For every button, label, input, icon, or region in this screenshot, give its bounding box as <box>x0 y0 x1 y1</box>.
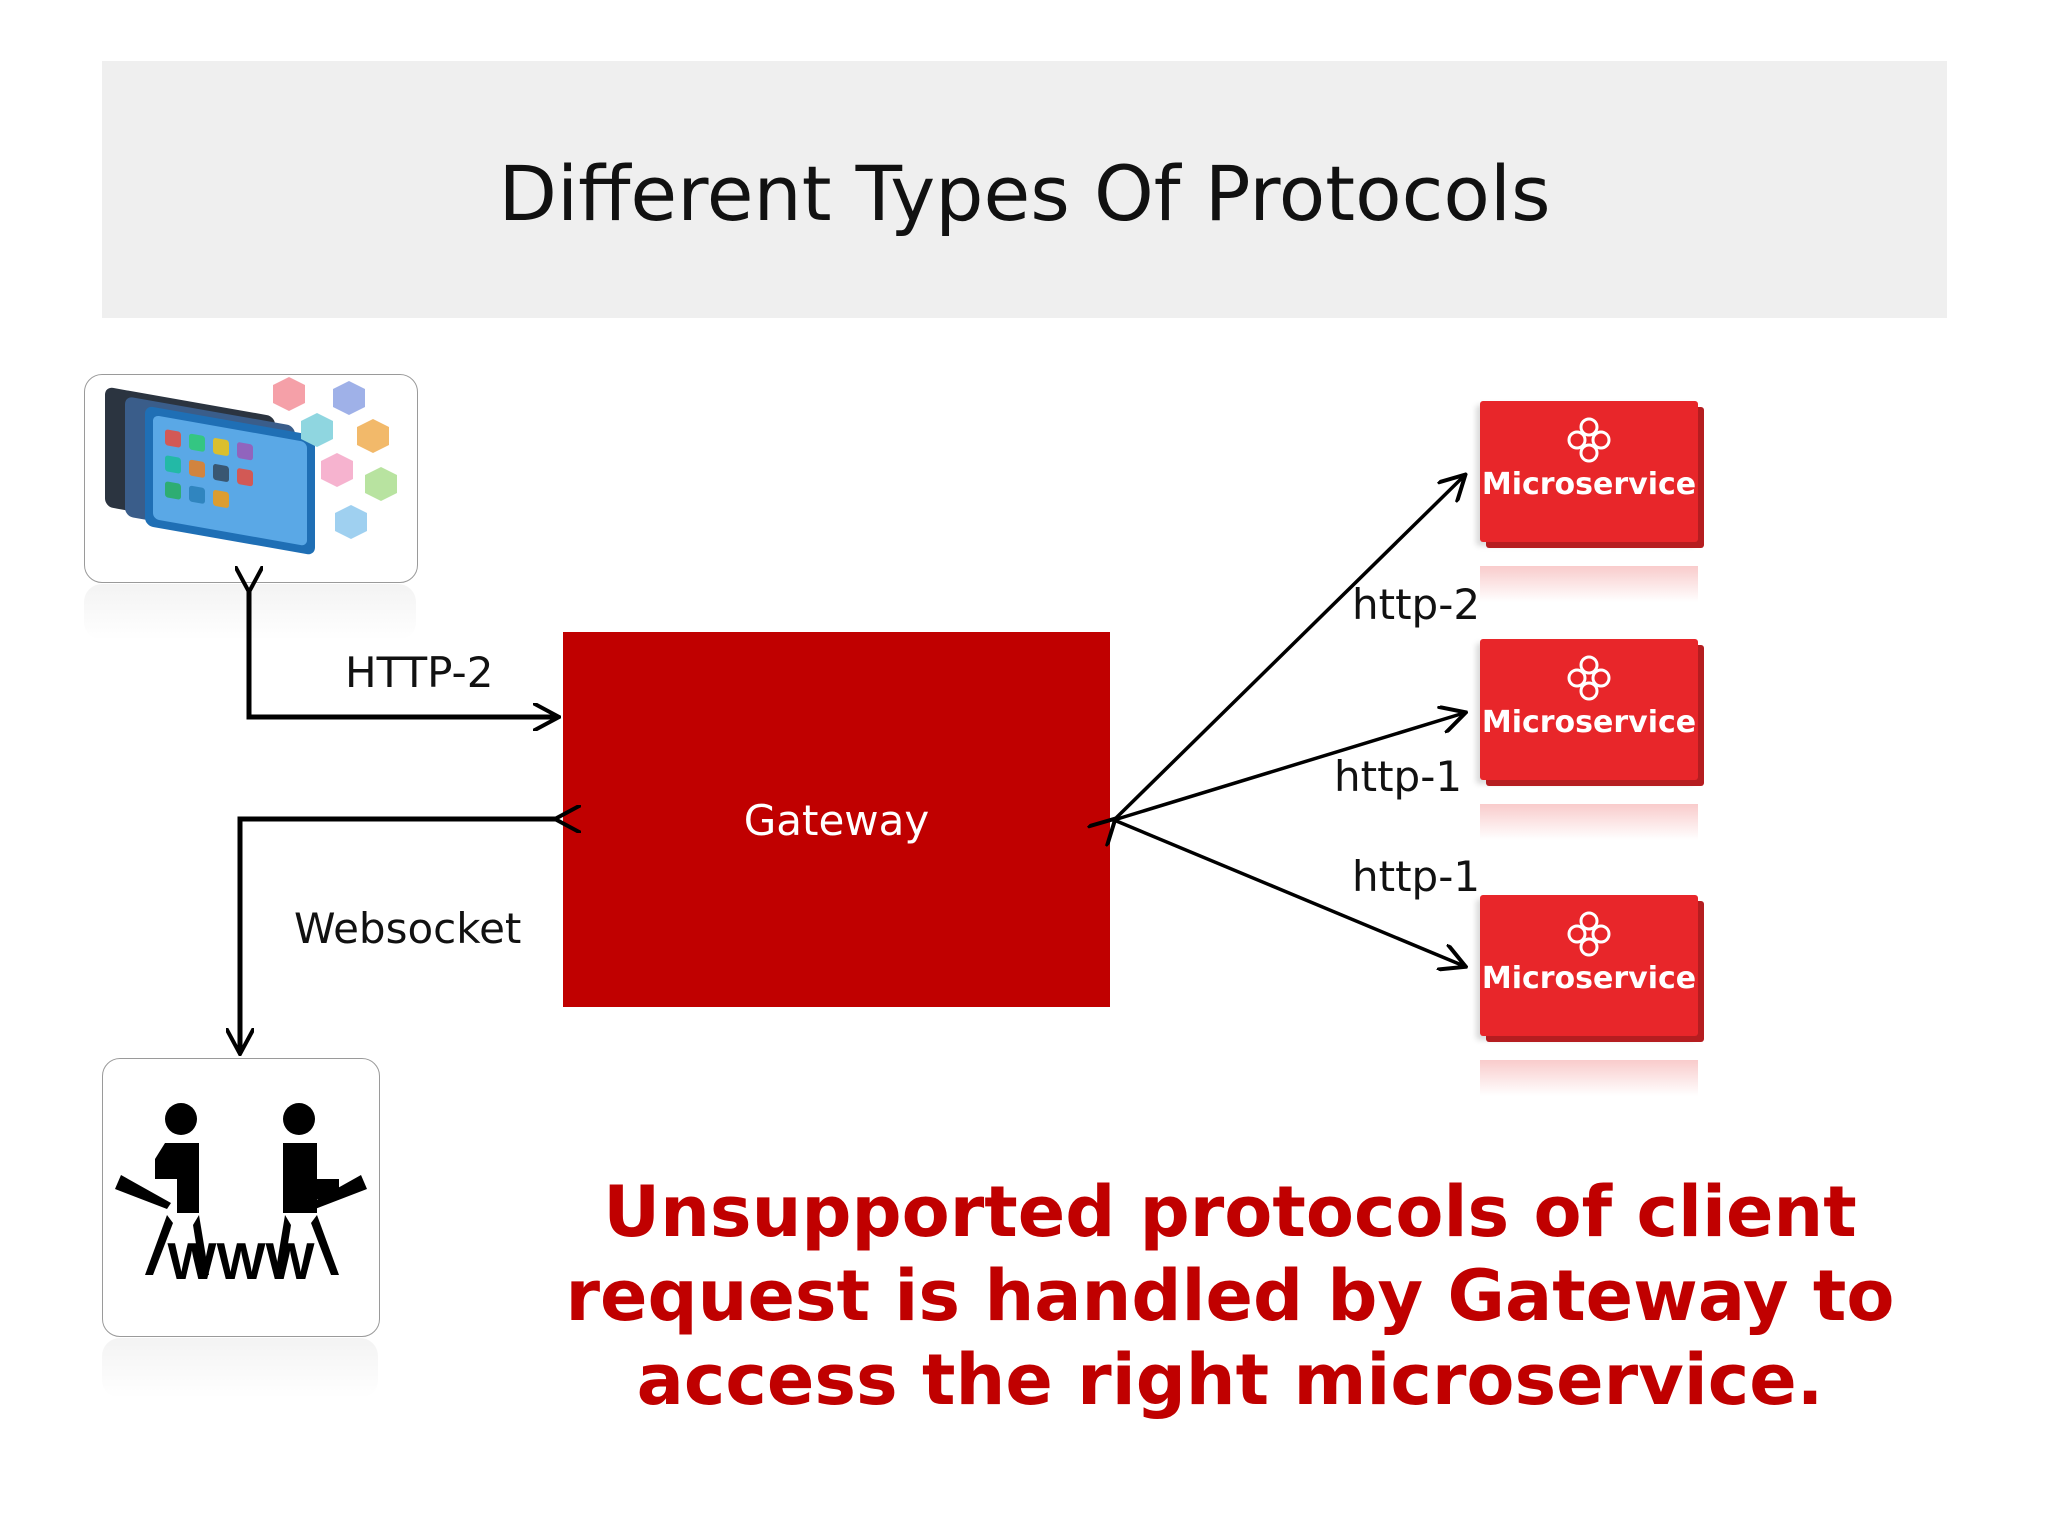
http1-service-arrow <box>1113 713 1464 822</box>
network-icon <box>1567 911 1611 957</box>
gateway-label: Gateway <box>743 796 930 845</box>
page-title: Different Types Of Protocols <box>498 149 1551 238</box>
http1-service-arrow <box>1113 818 1464 966</box>
microservice-reflection <box>1480 1060 1698 1096</box>
http2-client-label: HTTP-2 <box>345 648 494 697</box>
http1-service-label: http-1 <box>1334 752 1463 801</box>
microservice-label: Microservice <box>1481 961 1697 996</box>
www-reflection <box>102 1338 378 1398</box>
microservice-box: Microservice <box>1480 401 1698 542</box>
microservice-label: Microservice <box>1481 705 1697 740</box>
network-icon <box>1567 417 1611 463</box>
gateway-box: Gateway <box>563 632 1110 1007</box>
mobile-apps-image <box>84 374 418 583</box>
network-icon <box>1567 655 1611 701</box>
microservice-box: Microservice <box>1480 895 1698 1036</box>
http2-service-arrow <box>1114 476 1464 820</box>
microservice-reflection <box>1480 566 1698 602</box>
http1-service-label: http-1 <box>1352 852 1481 901</box>
microservice-reflection <box>1480 804 1698 840</box>
microservice-label: Microservice <box>1481 467 1697 502</box>
www-users-image: WWW <box>102 1058 380 1337</box>
http2-service-label: http-2 <box>1352 580 1481 629</box>
http2-client-arrow <box>249 590 557 717</box>
websocket-arrow <box>240 819 557 1052</box>
title-band: Different Types Of Protocols <box>102 61 1947 318</box>
www-text: WWW <box>167 1233 315 1291</box>
websocket-label: Websocket <box>294 904 522 953</box>
caption-text: Unsupported protocols of client request … <box>565 1171 1895 1421</box>
microservice-box: Microservice <box>1480 639 1698 780</box>
